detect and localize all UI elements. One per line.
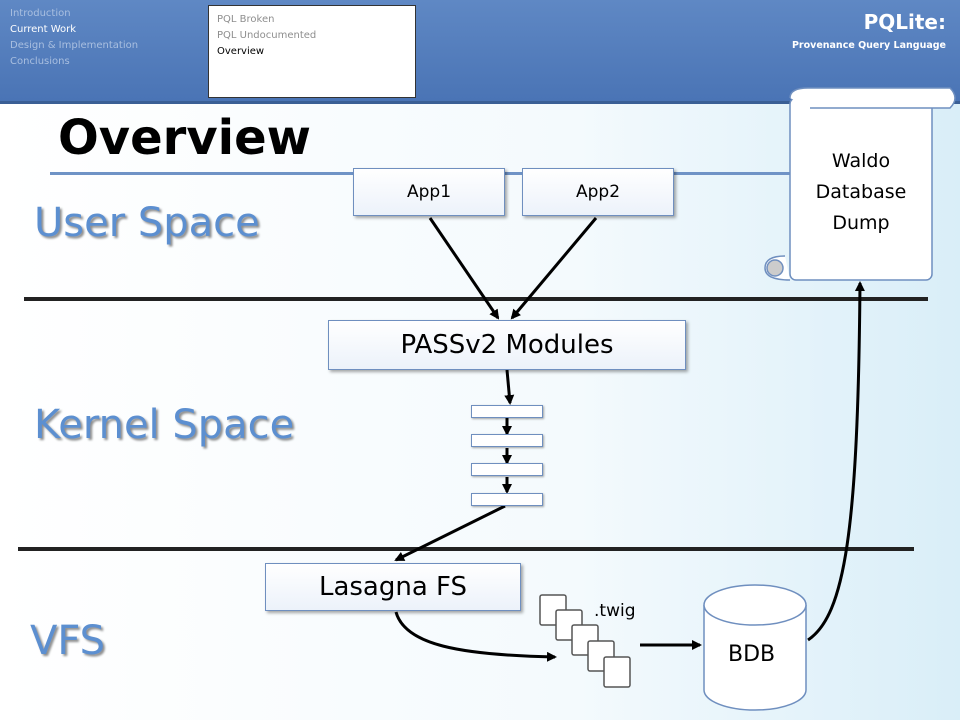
section-vfs: VFS bbox=[30, 618, 106, 664]
twig-label: .twig bbox=[594, 601, 636, 621]
bdb-cylinder bbox=[703, 584, 807, 711]
app2-box: App2 bbox=[522, 168, 674, 216]
lasagna-fs-box: Lasagna FS bbox=[265, 563, 521, 611]
nav-list: Introduction Current Work Design & Imple… bbox=[10, 6, 138, 70]
arrow-app1-to-passv2 bbox=[428, 217, 500, 320]
header-bar: Introduction Current Work Design & Imple… bbox=[0, 0, 960, 104]
queue-block bbox=[471, 463, 543, 476]
queue-block bbox=[471, 493, 543, 506]
waldo-line: Dump bbox=[832, 212, 890, 234]
queue-block bbox=[471, 405, 543, 418]
waldo-line: Database bbox=[815, 181, 907, 203]
brand-title: PQLite: bbox=[863, 10, 946, 34]
subnav-item-pql-broken[interactable]: PQL Broken bbox=[217, 14, 275, 25]
arrow-passv2-to-queue bbox=[504, 369, 515, 405]
nav-item-introduction[interactable]: Introduction bbox=[10, 8, 71, 19]
queue-block bbox=[471, 434, 543, 447]
arrow-lasagna-to-twig bbox=[394, 611, 557, 662]
app1-box: App1 bbox=[353, 168, 505, 216]
subnav-box: PQL Broken PQL Undocumented Overview bbox=[208, 5, 416, 98]
subnav-item-pql-undocumented[interactable]: PQL Undocumented bbox=[217, 30, 317, 41]
arrow-bdb-to-waldo bbox=[807, 281, 865, 642]
nav-item-conclusions[interactable]: Conclusions bbox=[10, 56, 70, 67]
slide-title: Overview bbox=[58, 110, 311, 166]
waldo-label: Waldo Database Dump bbox=[790, 146, 932, 239]
brand-subtitle: Provenance Query Language bbox=[791, 40, 946, 51]
section-user-space: User Space bbox=[34, 200, 260, 246]
user-kernel-divider bbox=[24, 297, 928, 301]
passv2-modules-box: PASSv2 Modules bbox=[328, 320, 686, 370]
section-kernel-space: Kernel Space bbox=[34, 402, 295, 448]
nav-item-current-work[interactable]: Current Work bbox=[10, 24, 77, 35]
arrow-app2-to-passv2 bbox=[510, 217, 598, 320]
twig-file-stack bbox=[539, 594, 631, 688]
subnav-item-overview[interactable]: Overview bbox=[217, 46, 265, 57]
waldo-line: Waldo bbox=[831, 150, 891, 172]
bdb-label: BDB bbox=[728, 642, 776, 667]
arrow-queue-to-lasagna bbox=[394, 504, 506, 562]
brand: PQLite: Provenance Query Language bbox=[792, 10, 946, 51]
waldo-scroll bbox=[764, 87, 956, 281]
kernel-vfs-divider bbox=[18, 547, 914, 551]
nav-item-design[interactable]: Design & Implementation bbox=[10, 40, 139, 51]
